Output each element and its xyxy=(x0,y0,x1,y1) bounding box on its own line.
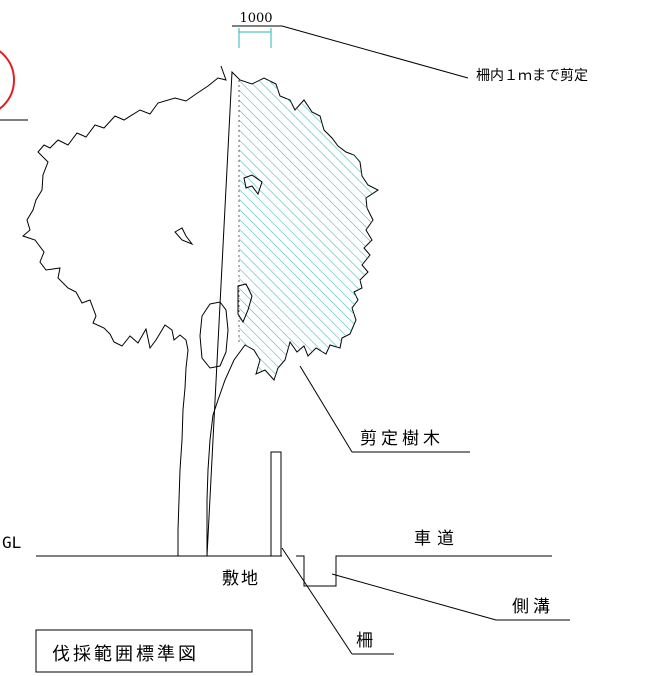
gutter-leader xyxy=(331,573,497,621)
fence-label: 柵 xyxy=(356,631,373,651)
side-gutter xyxy=(296,555,338,587)
mark-circle xyxy=(0,50,15,110)
road-label: 車道 xyxy=(414,529,460,549)
canopy-hole xyxy=(243,174,263,196)
tree-label: 剪定樹木 xyxy=(360,429,444,449)
canopy-hole xyxy=(237,283,253,324)
site-label: 敷地 xyxy=(222,569,260,589)
trunk-hollow xyxy=(199,301,229,369)
prune-note-leader xyxy=(281,25,469,79)
dimension-label: 1000 xyxy=(239,11,272,26)
legend-title: 伐採範囲標準図 xyxy=(52,644,199,665)
legend-box xyxy=(35,629,253,673)
tree-label-leader xyxy=(299,365,353,453)
ground-label: GL xyxy=(2,533,21,552)
canopy-hole xyxy=(174,227,194,246)
gutter-label: 側溝 xyxy=(512,597,554,617)
pruning-area-hatch xyxy=(239,78,378,380)
fence xyxy=(270,451,282,557)
fence-leader xyxy=(281,547,353,655)
prune-note: 柵内１ｍまで剪定 xyxy=(476,68,588,84)
